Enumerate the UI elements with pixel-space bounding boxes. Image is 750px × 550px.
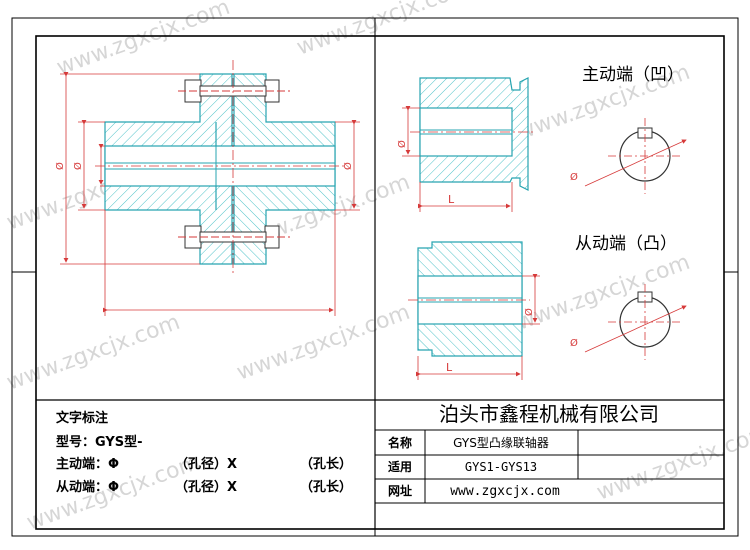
sheet-frame — [11, 17, 739, 537]
name-label: 名称 — [388, 435, 412, 450]
notes-bore: （孔径）X — [175, 456, 237, 472]
dimension-label: L — [448, 193, 455, 206]
notes-drive: 主动端：Φ — [56, 456, 119, 472]
site-label: 网址 — [388, 483, 412, 498]
watermark: www.zgxcjx.com — [4, 310, 184, 396]
coupling-assembly-view: Ø Ø Ø — [54, 60, 360, 316]
dimension-label: L — [446, 361, 453, 374]
watermark: www.zgxcjx.com — [234, 300, 414, 386]
watermark: www.zgxcjx.com — [294, 0, 474, 61]
section-title-drive: 主动端（凹） — [582, 65, 684, 85]
notes-model: 型号：GYS型- — [56, 434, 143, 450]
dimension-label: Ø — [342, 162, 354, 170]
annotation-notes: 文字标注 型号：GYS型- 主动端：Φ （孔径）X （孔长） 从动端：Φ （孔径… — [56, 410, 352, 495]
dimension-label: Ø — [54, 162, 66, 170]
dimension-label: Ø — [523, 308, 535, 316]
watermark: www.zgxcjx.com — [54, 0, 234, 81]
dimension-label: Ø — [72, 162, 84, 170]
notes-title: 文字标注 — [56, 410, 108, 426]
title-block: 泊头市鑫程机械有限公司 名称 GYS型凸缘联轴器 适用 GYS1-GYS13 网… — [375, 402, 724, 504]
apply-label: 适用 — [388, 459, 412, 474]
watermark: www.zgxcjx.com — [594, 420, 750, 506]
notes-length: （孔长） — [300, 479, 352, 495]
dimension-label: Ø — [570, 171, 578, 183]
notes-bore: （孔径）X — [175, 479, 237, 495]
dimension-label: Ø — [396, 140, 408, 148]
watermark: www.zgxcjx.com — [514, 250, 694, 336]
driven-end-hub-view: Ø L 从动端（凸） Ø — [408, 234, 687, 380]
apply-value: GYS1-GYS13 — [465, 460, 537, 474]
drive-end-hub-view: Ø L 主动端（凹） Ø — [396, 65, 687, 212]
name-value: GYS型凸缘联轴器 — [453, 435, 549, 450]
notes-length: （孔长） — [300, 456, 352, 472]
section-title-driven: 从动端（凸） — [575, 234, 677, 254]
company-name: 泊头市鑫程机械有限公司 — [439, 402, 659, 426]
notes-driven: 从动端：Φ — [56, 479, 119, 495]
site-value: www.zgxcjx.com — [450, 484, 560, 499]
dimension-label: Ø — [570, 337, 578, 349]
